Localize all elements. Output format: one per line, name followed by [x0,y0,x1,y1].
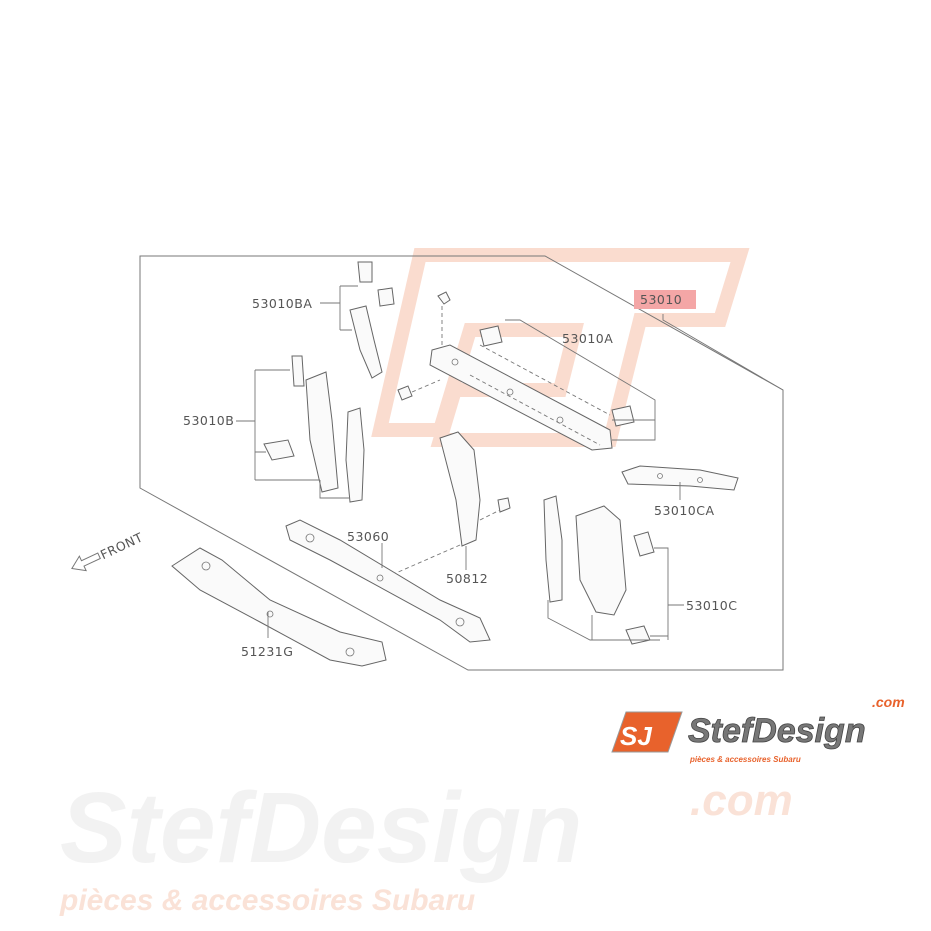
logo-brand: StefDesign [688,712,866,750]
part-53010A[interactable] [397,291,784,451]
part-53010C[interactable] [543,495,684,645]
watermark: StefDesign .com pièces & accessoires Sub… [59,248,793,917]
watermark-logo-mark [371,248,750,447]
logo-mark-text: SJ [620,721,652,751]
part-51231G[interactable] [171,547,387,667]
watermark-domain: .com [690,776,793,825]
front-arrow-icon [71,552,101,572]
highlight-53010 [634,290,696,309]
part-53010BA[interactable] [320,261,395,379]
label-53060[interactable]: 53060 [347,529,389,544]
watermark-tagline: pièces & accessoires Subaru [59,884,475,917]
front-label: FRONT [98,529,145,562]
front-direction-indicator: FRONT [71,529,145,572]
label-53010BA[interactable]: 53010BA [252,296,312,311]
watermark-brand: StefDesign [60,772,582,884]
logo-tagline: pièces & accessoires Subaru [689,755,801,764]
logo-mark-icon [611,711,683,753]
part-53010CA[interactable] [621,465,739,500]
label-53010B[interactable]: 53010B [183,413,234,428]
logo-domain: .com [872,694,905,710]
stefdesign-logo: SJ StefDesign .com pièces & accessoires … [611,694,905,764]
label-53010[interactable]: 53010 [640,292,682,307]
label-50812[interactable]: 50812 [446,571,488,586]
assembly-boundary [139,255,784,671]
label-53010CA[interactable]: 53010CA [654,503,715,518]
part-53060[interactable] [285,519,491,643]
label-53010C[interactable]: 53010C [686,598,738,613]
label-53010A[interactable]: 53010A [562,331,613,346]
label-51231G[interactable]: 51231G [241,644,293,659]
part-53010B[interactable] [236,355,365,503]
part-50812[interactable] [379,431,511,581]
